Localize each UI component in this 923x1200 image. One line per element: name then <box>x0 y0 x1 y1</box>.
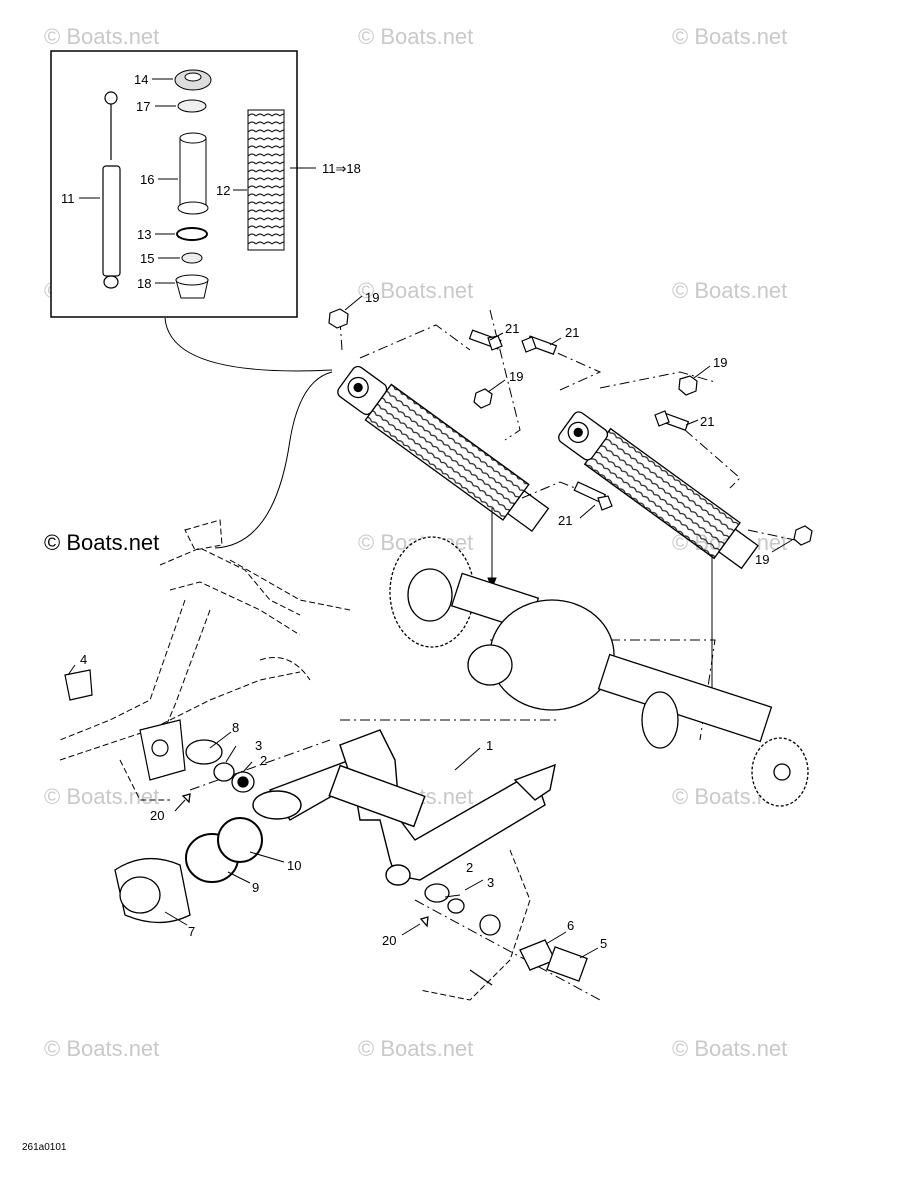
callout-4: 4 <box>80 652 87 667</box>
inset-label: 18 <box>137 276 151 291</box>
callout-20: 20 <box>382 933 396 948</box>
inset-label: 14 <box>134 72 148 87</box>
watermark: © Boats.net <box>358 24 474 49</box>
assembly-guides <box>189 309 796 1001</box>
inset-label: 17 <box>136 99 150 114</box>
callout-8: 8 <box>232 720 239 735</box>
shock-body <box>102 91 121 289</box>
bump-boot <box>177 132 209 215</box>
callout-3: 3 <box>255 738 262 753</box>
diagram-code: 261a0101 <box>22 1142 67 1153</box>
watermark: © Boats.net <box>44 784 160 809</box>
right-shock <box>558 411 759 570</box>
callout-19: 19 <box>365 290 379 305</box>
fasteners <box>328 308 813 546</box>
callout-9: 9 <box>252 880 259 895</box>
frame-pointer <box>214 371 333 549</box>
copyright-watermark: © Boats.net <box>44 530 160 555</box>
callout-21: 21 <box>558 513 572 528</box>
callout-10: 10 <box>287 858 301 873</box>
watermark: © Boats.net <box>358 278 474 303</box>
callout-2: 2 <box>466 860 473 875</box>
frame-brackets <box>64 669 186 781</box>
ring-15 <box>181 252 203 264</box>
inset-leaders <box>79 78 316 284</box>
callout-19: 19 <box>755 552 769 567</box>
ring-17 <box>177 99 207 113</box>
watermark: © Boats.net <box>672 1036 788 1061</box>
ring-13 <box>176 227 208 241</box>
inset-label: 15 <box>140 251 154 266</box>
watermark: © Boats.net <box>672 278 788 303</box>
callout-leaders <box>67 295 793 959</box>
callout-19: 19 <box>509 369 523 384</box>
callout-2: 2 <box>260 753 267 768</box>
watermark: © Boats.net <box>358 1036 474 1061</box>
callout-5: 5 <box>600 936 607 951</box>
inset-pointer <box>164 317 333 372</box>
callout-21: 21 <box>505 321 519 336</box>
shock-absorber-inset: 14 17 16 11 12 11⇒18 13 15 18 <box>50 50 361 318</box>
coil-spring <box>247 109 285 251</box>
callout-3: 3 <box>487 875 494 890</box>
callout-19: 19 <box>713 355 727 370</box>
callout-6: 6 <box>567 918 574 933</box>
rear-axle <box>389 536 809 807</box>
inset-label: 16 <box>140 172 154 187</box>
inset-label: 12 <box>216 183 230 198</box>
callout-21: 21 <box>700 414 714 429</box>
inset-label: 13 <box>137 227 151 242</box>
watermark: © Boats.net <box>672 24 788 49</box>
bearings-and-seals <box>114 739 588 986</box>
callout-21: 21 <box>565 325 579 340</box>
inset-label: 11⇒18 <box>322 161 361 176</box>
watermark: © Boats.net <box>44 24 160 49</box>
swing-arm <box>252 729 556 886</box>
left-shock <box>337 365 550 533</box>
spring-cap <box>174 69 212 91</box>
callout-20: 20 <box>150 808 164 823</box>
watermark: © Boats.net <box>44 1036 160 1061</box>
inset-label: 11 <box>61 191 75 206</box>
callout-1: 1 <box>486 738 493 753</box>
callout-7: 7 <box>188 924 195 939</box>
